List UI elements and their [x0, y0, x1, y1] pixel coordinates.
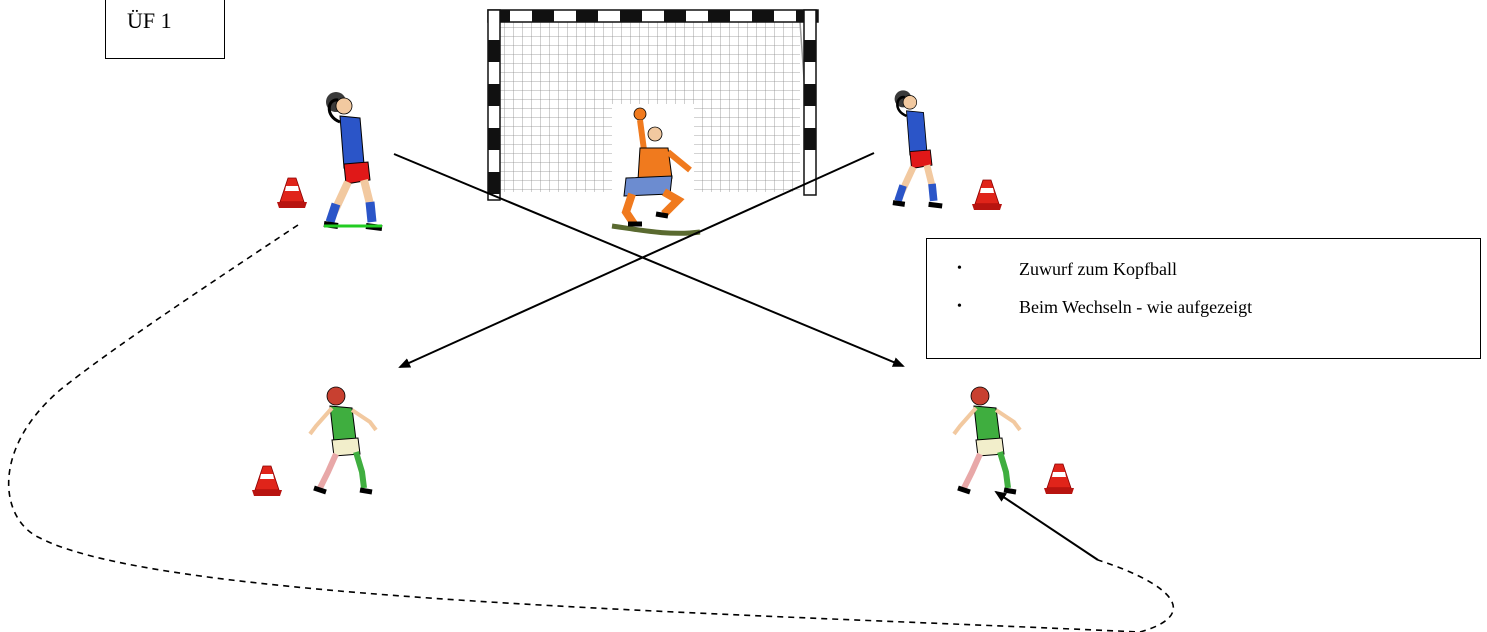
instruction-text: Zuwurf zum Kopfball: [1019, 259, 1177, 279]
instruction-item: • Beim Wechseln - wie aufgezeigt: [927, 295, 1480, 319]
thrower-right-icon: [893, 90, 942, 206]
cone-icon: [1043, 463, 1075, 495]
cone-icon: [971, 179, 1003, 211]
thrower-left-icon: [324, 92, 382, 228]
switch-path-dashed: [7, 224, 1175, 632]
throw-arrow-left-to-right: [393, 153, 905, 367]
goalkeeper-icon: [611, 104, 701, 236]
goal-icon: [487, 9, 819, 201]
exercise-label-text: ÜF 1: [127, 8, 172, 33]
throw-arrow-right-to-left: [398, 152, 875, 368]
header-player-left-icon: [310, 387, 376, 492]
instruction-item: • Zuwurf zum Kopfball: [927, 257, 1480, 281]
cone-icon: [276, 177, 308, 209]
bullet-icon: •: [957, 261, 962, 276]
cone-icon: [251, 465, 283, 497]
instructions-box: • Zuwurf zum Kopfball • Beim Wechseln - …: [926, 238, 1481, 359]
bullet-icon: •: [957, 299, 962, 314]
header-player-right-icon: [954, 387, 1020, 492]
exercise-label: ÜF 1: [105, 0, 225, 59]
instruction-text: Beim Wechseln - wie aufgezeigt: [1019, 297, 1253, 317]
switch-arrow: [994, 490, 1099, 561]
